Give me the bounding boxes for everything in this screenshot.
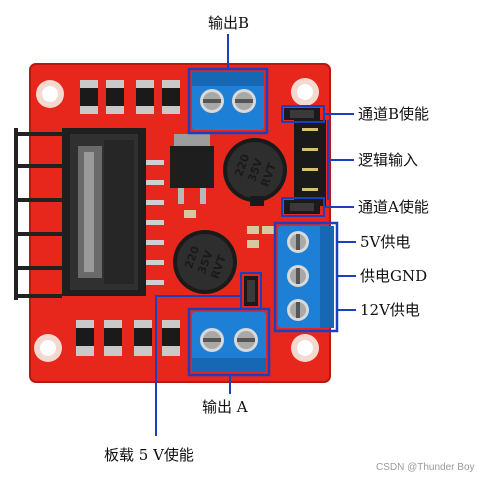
screw (200, 89, 224, 113)
voltage-regulator (170, 134, 214, 204)
label-output-b: 输出B (208, 14, 250, 32)
diode (106, 80, 124, 114)
mounting-hole-top-left (36, 80, 64, 108)
mounting-hole-bottom-right (291, 334, 319, 362)
screw (287, 265, 309, 287)
terminal-output-a (192, 312, 266, 372)
leader-5v-enable (155, 295, 241, 436)
screw (232, 89, 256, 113)
label-power-gnd: 供电GND (360, 267, 428, 285)
callout-lines (155, 34, 356, 436)
diodes-bottom (76, 320, 180, 356)
screw (200, 328, 224, 352)
diodes-top (80, 80, 180, 114)
capacitor-top: 220 35V RVT (223, 138, 287, 202)
label-power-12v: 12V供电 (360, 301, 420, 319)
diode (104, 320, 122, 356)
l298n-chip-pins (14, 128, 62, 300)
mounting-hole-bottom-left (34, 334, 62, 362)
label-channel-a-enable: 通道A使能 (358, 198, 429, 216)
jumper-channel-b-enable (284, 108, 320, 120)
terminal-output-b (192, 72, 264, 130)
label-logic-input: 逻辑输入 (358, 151, 419, 169)
callout-box-5v-enable (240, 272, 262, 310)
screw (287, 299, 309, 321)
heatsink (62, 128, 146, 296)
jumper-channel-a-enable (284, 200, 320, 214)
jumper-5v-enable (244, 276, 258, 306)
mounting-holes (34, 78, 319, 362)
chip-legs (146, 160, 164, 285)
label-channel-b-enable: 通道B使能 (358, 105, 430, 123)
diode (134, 320, 152, 356)
diode (76, 320, 94, 356)
diode (162, 320, 180, 356)
diode (80, 80, 98, 114)
screw (287, 231, 309, 253)
screw (234, 328, 258, 352)
terminal-power (278, 226, 334, 328)
header-logic-input (294, 120, 326, 206)
smd-components (184, 196, 274, 248)
diode (136, 80, 154, 114)
label-onboard-5v-enable: 板载 5 V使能 (104, 446, 194, 464)
mounting-hole-top-right (291, 78, 319, 106)
capacitor-bottom: 220 35V RVT (173, 230, 237, 294)
label-output-a: 输出 A (202, 398, 248, 416)
watermark: CSDN @Thunder Boy (376, 462, 475, 473)
label-power-5v: 5V供电 (360, 233, 411, 251)
diode (162, 80, 180, 114)
